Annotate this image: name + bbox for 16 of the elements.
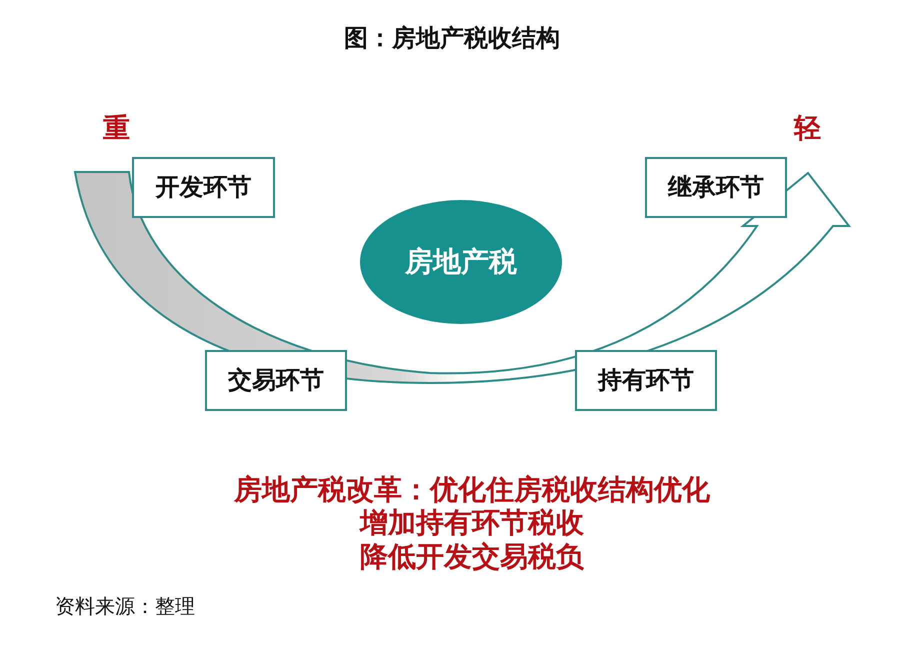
source-note: 资料来源：整理 <box>55 595 195 618</box>
diagram-title: 图：房地产税收结构 <box>344 25 560 53</box>
note-text: 房地产税改革：优化住房税收结构优化 <box>234 474 710 506</box>
stage-label: 交易环节 <box>228 366 324 394</box>
note-text: 降低开发交易税负 <box>360 541 584 574</box>
stage-box <box>132 157 275 218</box>
stage-box <box>645 157 787 218</box>
center-label: 房地产税 <box>405 246 517 278</box>
scale-label: 轻 <box>794 113 821 144</box>
stage-label: 持有环节 <box>598 366 694 394</box>
scale-label: 重 <box>103 113 130 144</box>
stage-box <box>575 350 717 411</box>
note-text: 增加持有环节税收 <box>360 507 584 540</box>
stage-label: 开发环节 <box>156 174 252 202</box>
stage-label: 继承环节 <box>668 174 764 202</box>
stage-box <box>205 350 347 411</box>
